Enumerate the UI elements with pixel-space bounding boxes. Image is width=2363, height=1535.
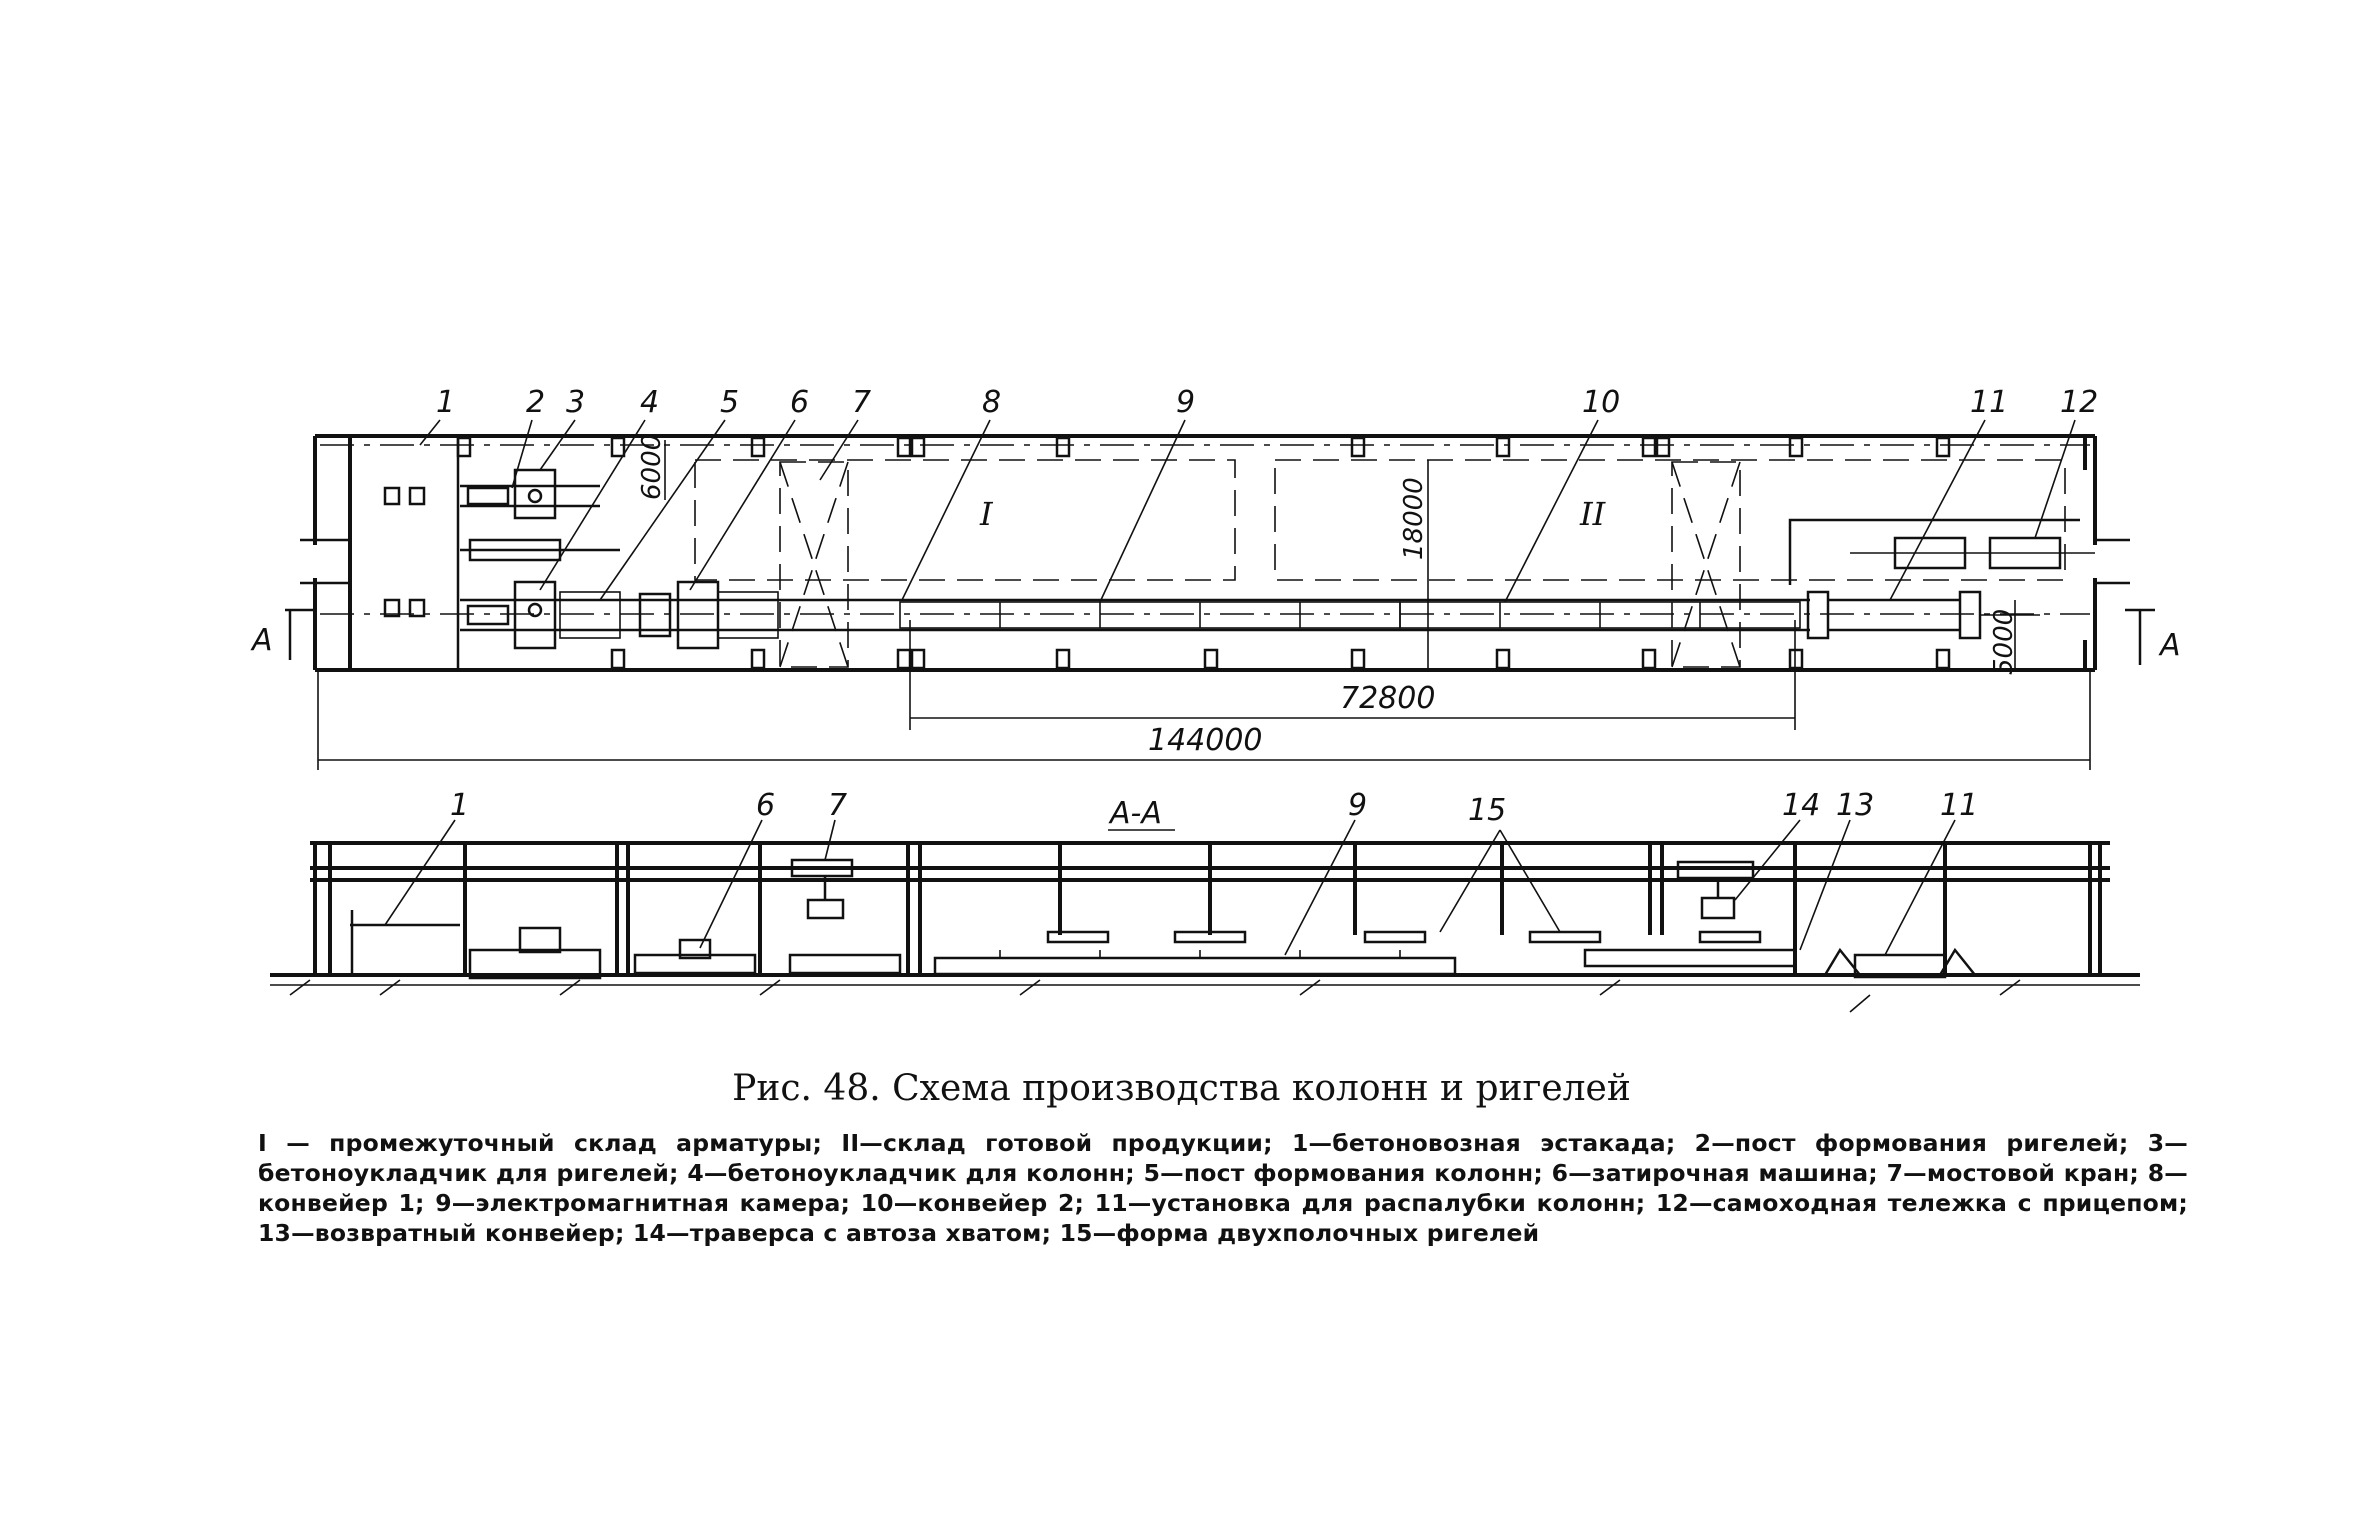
column-conveyor-line <box>460 580 2040 650</box>
section-frame <box>310 841 2110 975</box>
section-mark-left-label: А <box>250 623 273 658</box>
section-label-13: 13 <box>1836 788 1874 823</box>
section-label-15: 15 <box>1468 793 1506 828</box>
plan-label-3: 3 <box>566 385 585 420</box>
plan-label-9: 9 <box>1176 385 1195 420</box>
section-mark-left: А <box>250 608 315 660</box>
self-propelled-trolley <box>1788 518 2095 585</box>
section-label-1: 1 <box>450 788 469 823</box>
plan-label-4: 4 <box>640 385 659 420</box>
section-mark-right: А <box>2125 608 2181 665</box>
dim-6000: 6000 <box>637 434 667 500</box>
plan-view: А А 18000 6000 5000 72800 144000 I II <box>250 385 2181 770</box>
plan-leaders <box>419 419 2076 603</box>
section-equipment <box>350 858 1976 980</box>
plan-label-12: 12 <box>2060 385 2098 420</box>
plan-label-1: 1 <box>436 385 455 420</box>
crane-zone-right <box>1671 461 1741 668</box>
section-view: А-А <box>270 788 2140 1013</box>
zone-label-ii: II <box>1579 495 1607 533</box>
zone-label-i: I <box>979 495 994 533</box>
section-label-7: 7 <box>828 788 847 823</box>
columns-top <box>456 436 1951 458</box>
dimension-lines: 18000 6000 5000 72800 144000 <box>317 434 2091 770</box>
crane-zone-left <box>779 461 849 668</box>
plan-label-2: 2 <box>526 385 545 420</box>
columns-bottom <box>610 648 1951 670</box>
dim-18000: 18000 <box>1399 477 1429 560</box>
plan-label-10: 10 <box>1582 385 1620 420</box>
plan-label-5: 5 <box>720 385 739 420</box>
plan-label-11: 11 <box>1970 385 2008 420</box>
section-label-6: 6 <box>756 788 775 823</box>
figure-caption: Рис. 48. Схема производства колонн и риг… <box>732 1068 1631 1109</box>
section-leaders <box>384 819 1956 956</box>
reinforcement-store <box>383 436 460 670</box>
section-mark-right-label: А <box>2158 628 2181 663</box>
plan-label-8: 8 <box>982 385 1001 420</box>
figure-legend: I — промежуточный склад арматуры; II—скл… <box>258 1129 2188 1247</box>
section-label-9: 9 <box>1348 788 1367 823</box>
dim-144000: 144000 <box>1148 723 1263 758</box>
section-title: А-А <box>1108 796 1162 831</box>
plan-label-6: 6 <box>790 385 809 420</box>
section-label-14: 14 <box>1782 788 1820 823</box>
zone-i-storage <box>694 459 1236 581</box>
ground-line <box>270 973 2140 1013</box>
rigel-line <box>460 468 620 562</box>
section-labels: 1 6 7 9 15 14 13 11 <box>450 788 1978 828</box>
dim-5000: 5000 <box>1989 609 2019 675</box>
dim-72800: 72800 <box>1340 681 1435 716</box>
building-walls <box>300 434 2130 672</box>
plan-label-7: 7 <box>852 385 871 420</box>
plan-labels: 1 2 3 4 5 6 7 8 9 10 11 12 <box>436 385 2098 420</box>
section-label-11: 11 <box>1940 788 1978 823</box>
